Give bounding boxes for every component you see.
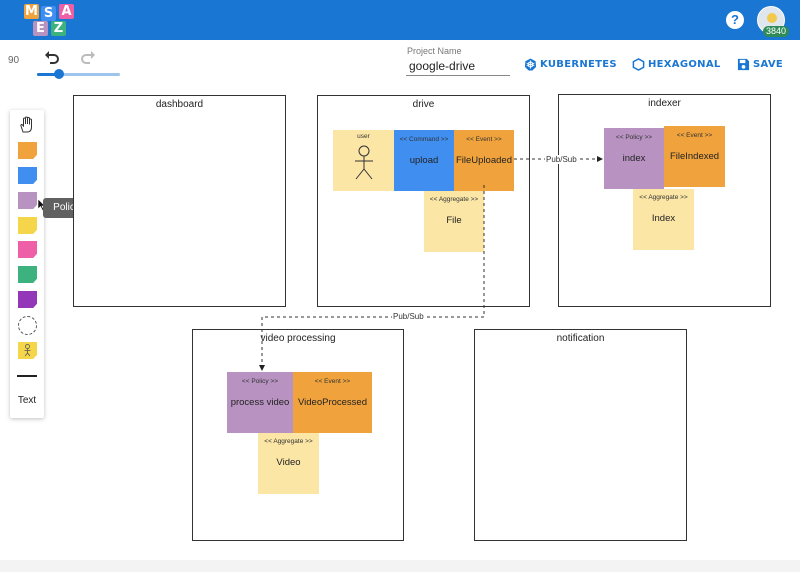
- logo-letter-e: E: [33, 21, 48, 36]
- bounded-context-title: video processing: [260, 333, 336, 344]
- sticker-name: File: [446, 215, 462, 226]
- sticker-name: upload: [409, 155, 439, 166]
- sticker-name: Video: [276, 457, 301, 468]
- sticker-type-label: << Aggregate >>: [639, 194, 688, 201]
- project-name-input[interactable]: [406, 57, 510, 76]
- bounded-context-swatch[interactable]: [18, 316, 37, 335]
- zoom-slider-track: [37, 73, 120, 76]
- logo-letter-s: S: [41, 6, 56, 21]
- sticker-name: Index: [651, 213, 676, 224]
- bounded-context-dashboard[interactable]: dashboard: [73, 95, 286, 307]
- text-tool[interactable]: Text: [17, 395, 37, 406]
- save-icon: [737, 58, 750, 70]
- sticker-type-label: << Policy >>: [241, 378, 279, 385]
- pubsub-label-indexer: Pub/Sub: [545, 155, 578, 164]
- zoom-slider-thumb[interactable]: [54, 69, 64, 79]
- logo-letter-z: Z: [51, 21, 66, 36]
- user-score-badge: 3840: [763, 26, 790, 37]
- event-sticker-swatch[interactable]: [18, 142, 37, 159]
- hand-icon[interactable]: [18, 116, 36, 134]
- event-sticker-fileuploaded[interactable]: << Event >> FileUploaded: [454, 130, 514, 191]
- actor-sticker[interactable]: user: [333, 130, 394, 191]
- sticker-name: FileUploaded: [456, 155, 512, 166]
- sticker-type-label: << Policy >>: [615, 134, 653, 141]
- sticker-name: VideoProcessed: [297, 397, 367, 408]
- hexagonal-label: HEXAGONAL: [648, 58, 721, 70]
- aggregate-sticker-video[interactable]: << Aggregate >> Video: [258, 433, 319, 494]
- aggregate-sticker-swatch[interactable]: [18, 217, 37, 234]
- kubernetes-icon: [524, 57, 537, 71]
- help-icon[interactable]: ?: [726, 11, 744, 29]
- hexagonal-button[interactable]: HEXAGONAL: [632, 56, 721, 72]
- command-sticker-upload[interactable]: << Command >> upload: [394, 130, 454, 191]
- pubsub-edge-video[interactable]: [259, 185, 485, 371]
- event-sticker-fileindexed[interactable]: << Event >> FileIndexed: [664, 126, 725, 187]
- sticker-name: FileIndexed: [669, 151, 720, 162]
- bounded-context-title: indexer: [648, 98, 681, 109]
- zoom-slider[interactable]: [37, 69, 120, 79]
- external-sticker-swatch[interactable]: [18, 241, 37, 258]
- sticker-type-label: user: [357, 133, 370, 140]
- redo-icon[interactable]: [79, 49, 97, 67]
- logo-letter-m: M: [24, 4, 39, 19]
- msaez-logo[interactable]: M S A E Z: [24, 2, 84, 38]
- event-sticker-videoprocessed[interactable]: << Event >> VideoProcessed: [293, 372, 372, 433]
- policy-sticker-index[interactable]: << Policy >> index: [604, 128, 664, 189]
- canvas-bottom-edge: [0, 560, 800, 572]
- pubsub-label-video: Pub/Sub: [392, 312, 425, 321]
- kubernetes-button[interactable]: KUBERNETES: [524, 56, 617, 72]
- zoom-slider-fill: [37, 73, 59, 76]
- sticker-palette: Text: [10, 110, 44, 418]
- sticker-type-label: << Event >>: [466, 136, 502, 143]
- person-icon: [355, 145, 373, 180]
- actor-icon: [24, 344, 31, 357]
- line-tool[interactable]: [17, 375, 37, 377]
- save-label: SAVE: [753, 58, 784, 70]
- sticker-name: index: [622, 153, 646, 164]
- ui-sticker-swatch[interactable]: [18, 291, 37, 308]
- bounded-context-title: dashboard: [155, 99, 204, 110]
- bounded-context-title: drive: [412, 99, 435, 110]
- actor-sticker-swatch[interactable]: [18, 342, 37, 359]
- command-sticker-swatch[interactable]: [18, 167, 37, 184]
- sticker-type-label: << Command >>: [399, 136, 449, 143]
- project-name-label: Project Name: [407, 46, 462, 56]
- logo-letter-a: A: [59, 4, 74, 19]
- save-button[interactable]: SAVE: [737, 56, 783, 72]
- bounded-context-notification[interactable]: notification: [474, 329, 687, 541]
- sticker-type-label: << Aggregate >>: [429, 196, 479, 203]
- read-model-sticker-swatch[interactable]: [18, 266, 37, 283]
- undo-icon[interactable]: [43, 49, 61, 67]
- kubernetes-label: KUBERNETES: [540, 58, 617, 70]
- zoom-value: 90: [8, 55, 20, 66]
- policy-sticker-swatch[interactable]: [18, 192, 37, 209]
- sticker-name: process video: [230, 397, 290, 408]
- sticker-type-label: << Event >>: [676, 132, 713, 139]
- sticker-type-label: << Event >>: [314, 378, 351, 385]
- aggregate-sticker-file[interactable]: << Aggregate >> File: [424, 191, 484, 252]
- policy-sticker-process-video[interactable]: << Policy >> process video: [227, 372, 293, 433]
- hexagon-icon: [632, 57, 645, 71]
- sticker-type-label: << Aggregate >>: [264, 438, 313, 445]
- bounded-context-title: notification: [556, 333, 605, 344]
- aggregate-sticker-index[interactable]: << Aggregate >> Index: [633, 189, 694, 250]
- top-app-bar: M S A E Z ? 3840: [0, 0, 800, 40]
